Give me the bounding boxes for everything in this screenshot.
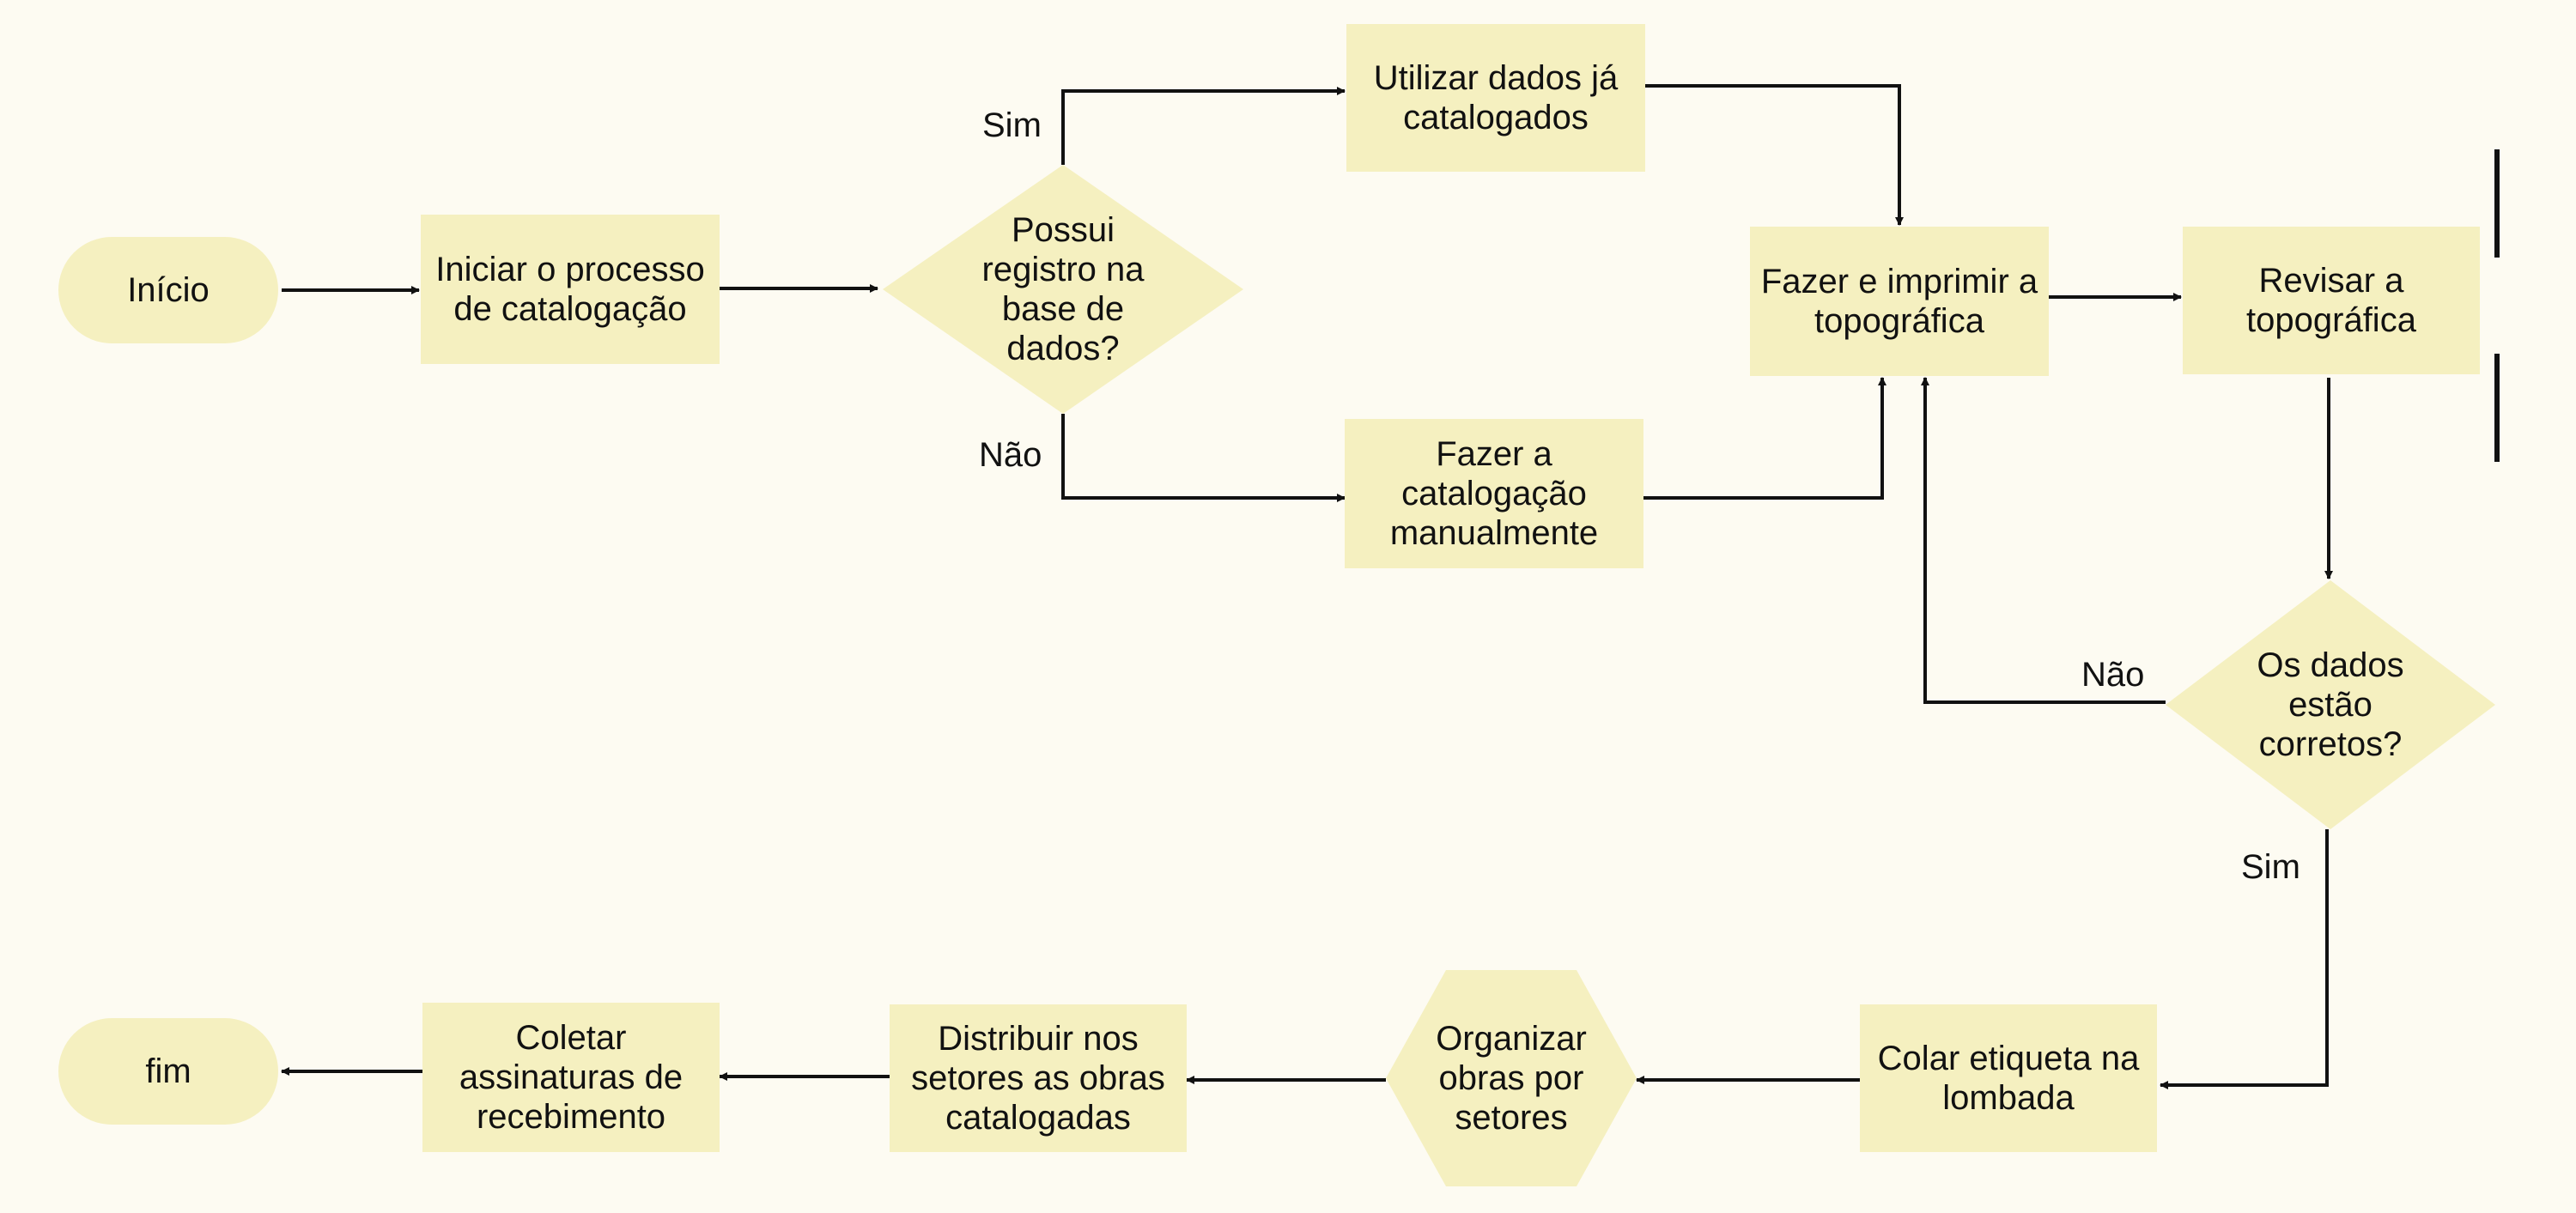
start-terminator: Início — [58, 237, 278, 343]
hexagon-shape — [1386, 970, 1637, 1186]
edge-possui-utilizar — [1061, 87, 1346, 165]
process-imprimir-label: Fazer e imprimir a topográfica — [1760, 263, 2038, 340]
cropped-connector-top — [2494, 149, 2500, 258]
process-organizar-label: Organizar obras por setores — [1436, 1020, 1587, 1137]
edge-utilizar-imprimir — [1645, 84, 1904, 226]
decision-possui-label: Possui registro na base de dados? — [981, 211, 1145, 367]
decision-possui-registro: Possui registro na base de dados? — [883, 165, 1243, 414]
process-organizar-obras: Organizar obras por setores — [1386, 970, 1637, 1186]
process-distribuir-label: Distribuir nos setores as obras cataloga… — [911, 1020, 1165, 1137]
process-utilizar-label: Utilizar dados já catalogados — [1373, 59, 1619, 136]
edge-manual-imprimir — [1643, 377, 1886, 500]
edge-corretos-imprimir — [1921, 377, 2166, 704]
process-distribuir-obras: Distribuir nos setores as obras cataloga… — [890, 1004, 1187, 1152]
process-revisar-label: Revisar a topográfica — [2246, 262, 2416, 339]
process-colar-label: Colar etiqueta na lombada — [1877, 1040, 2140, 1117]
edge-label-possui-nao: Não — [979, 436, 1042, 474]
edge-possui-manual — [1061, 414, 1346, 502]
process-revisar-topografica: Revisar a topográfica — [2183, 227, 2480, 374]
cropped-connector-bottom — [2494, 354, 2500, 462]
edge-corretos-colar — [2160, 829, 2329, 1089]
process-manual-label: Fazer a catalogação manualmente — [1389, 435, 1599, 552]
decision-possui-shape — [883, 165, 1243, 414]
process-coletar-label: Coletar assinaturas de recebimento — [459, 1019, 683, 1136]
process-iniciar-label: Iniciar o processo de catalogação — [435, 251, 705, 328]
decision-dados-corretos: Os dados estão corretos? — [2166, 580, 2495, 829]
process-catalogacao-manual: Fazer a catalogação manualmente — [1345, 419, 1643, 568]
process-imprimir-topografica: Fazer e imprimir a topográfica — [1750, 227, 2049, 376]
process-colar-etiqueta: Colar etiqueta na lombada — [1860, 1004, 2157, 1152]
process-iniciar-catalogacao: Iniciar o processo de catalogação — [421, 215, 720, 364]
process-utilizar-dados: Utilizar dados já catalogados — [1346, 24, 1645, 172]
decision-corretos-label: Os dados estão corretos? — [2257, 646, 2404, 763]
process-coletar-assinaturas: Coletar assinaturas de recebimento — [422, 1003, 720, 1152]
edge-label-corretos-sim: Sim — [2241, 848, 2300, 886]
edge-label-corretos-nao: Não — [2081, 656, 2145, 694]
end-label: fim — [145, 1052, 191, 1090]
edge-label-possui-sim: Sim — [982, 106, 1042, 144]
end-terminator: fim — [58, 1018, 278, 1125]
start-label: Início — [127, 271, 210, 309]
decision-corretos-shape — [2166, 580, 2495, 829]
